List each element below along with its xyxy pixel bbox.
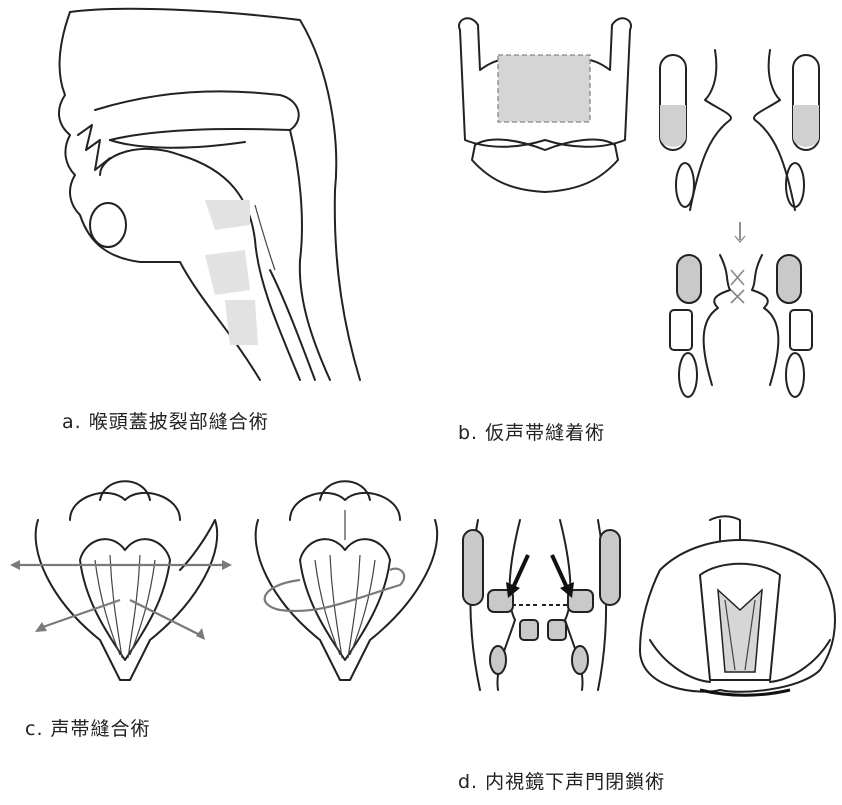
- caption-d: d. 内視鏡下声門閉鎖術: [458, 767, 665, 794]
